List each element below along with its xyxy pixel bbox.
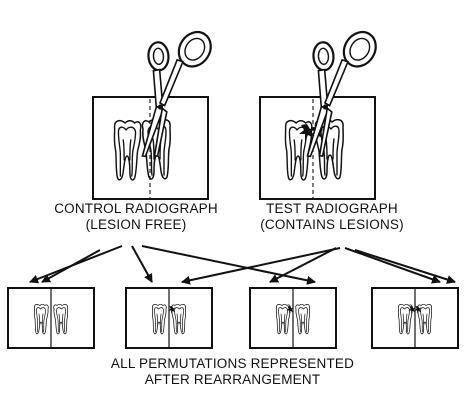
arrow-control-to-perm1b <box>42 250 100 282</box>
control-radiograph <box>93 97 208 199</box>
molar-icon <box>34 304 48 334</box>
permutation-film <box>126 288 212 348</box>
arrow-test-to-perm4 <box>345 248 440 282</box>
arrow-test-to-perm2 <box>182 248 340 282</box>
test-label-line2: (CONTAINS LESIONS) <box>232 217 432 233</box>
permutation-film <box>372 288 458 348</box>
molar-icon <box>296 304 310 334</box>
arrow-test-to-perm4b <box>355 250 455 282</box>
molar-icon <box>152 304 166 334</box>
footer-caption: ALL PERMUTATIONS REPRESENTED AFTER REARR… <box>60 356 405 388</box>
control-label-line1: CONTROL RADIOGRAPH <box>16 201 256 217</box>
test-radiograph-label: TEST RADIOGRAPH (CONTAINS LESIONS) <box>232 201 432 233</box>
molar-icon <box>398 304 412 334</box>
arrow-test-to-perm3 <box>270 248 336 282</box>
permutation-film <box>8 288 94 348</box>
control-label-line2: (LESION FREE) <box>16 217 256 233</box>
test-radiograph <box>260 97 375 199</box>
control-radiograph-label: CONTROL RADIOGRAPH (LESION FREE) <box>16 201 256 233</box>
permutation-film <box>250 288 336 348</box>
molar-icon <box>276 304 290 334</box>
test-label-line1: TEST RADIOGRAPH <box>232 201 432 217</box>
arrow-control-to-perm3 <box>142 246 315 282</box>
footer-line2: AFTER REARRANGEMENT <box>60 372 405 388</box>
rearrangement-arrows <box>30 246 455 282</box>
footer-line1: ALL PERMUTATIONS REPRESENTED <box>60 356 405 372</box>
molar-icon <box>54 304 68 334</box>
arrow-control-to-perm2 <box>132 246 152 282</box>
